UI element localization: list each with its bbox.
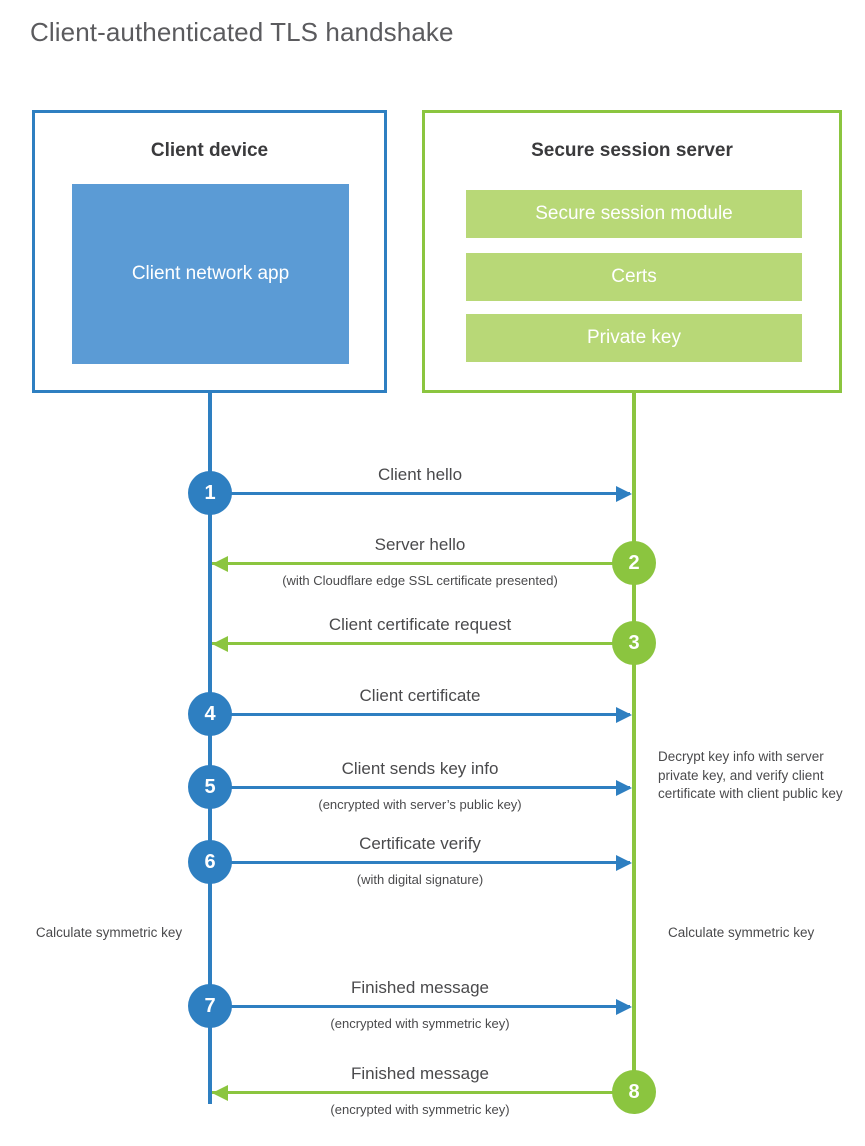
- message-sublabel-7: (encrypted with symmetric key): [330, 1016, 510, 1031]
- server-lifeline: [632, 390, 636, 1096]
- message-arrow-line-3: [212, 642, 630, 645]
- message-arrow-line-6: [212, 861, 630, 864]
- message-label-4: Client certificate: [359, 686, 481, 705]
- message-label-5: Client sends key info: [341, 759, 499, 778]
- arrowhead-right-icon: [616, 855, 632, 871]
- message-sublabel-6: (with digital signature): [356, 872, 484, 887]
- page-title: Client-authenticated TLS handshake: [30, 17, 454, 47]
- message-arrow-line-5: [212, 786, 630, 789]
- step-badge-7: 7: [188, 984, 232, 1028]
- step-badge-6: 6: [188, 840, 232, 884]
- message-arrow-line-8: [212, 1091, 630, 1094]
- message-label-3: Client certificate request: [328, 615, 512, 634]
- message-sublabel-2: (with Cloudflare edge SSL certificate pr…: [282, 573, 558, 588]
- message-arrow-line-4: [212, 713, 630, 716]
- arrowhead-right-icon: [616, 707, 632, 723]
- client-network-app-block: Client network app: [72, 184, 349, 364]
- arrowhead-left-icon: [212, 1085, 228, 1101]
- client-device-box: Client device Client network app: [32, 110, 387, 393]
- server-component-private-key: Private key: [466, 314, 802, 362]
- step-badge-8: 8: [612, 1070, 656, 1114]
- message-sublabel-8: (encrypted with symmetric key): [330, 1102, 510, 1117]
- server-component-certs: Certs: [466, 253, 802, 301]
- message-label-8: Finished message: [351, 1064, 489, 1083]
- message-label-2: Server hello: [374, 535, 466, 554]
- message-label-1: Client hello: [377, 465, 463, 484]
- step-badge-1: 1: [188, 471, 232, 515]
- message-arrow-line-1: [212, 492, 630, 495]
- message-arrow-line-7: [212, 1005, 630, 1008]
- step-badge-4: 4: [188, 692, 232, 736]
- client-lifeline: [208, 390, 212, 1104]
- secure-session-server-title: Secure session server: [531, 140, 733, 161]
- message-arrow-line-2: [212, 562, 630, 565]
- message-sublabel-5: (encrypted with server’s public key): [318, 797, 522, 812]
- message-label-6: Certificate verify: [359, 834, 481, 853]
- annotation-decrypt-key-info: Decrypt key info with server private key…: [658, 749, 843, 802]
- client-device-title: Client device: [150, 140, 269, 161]
- secure-session-server-box: Secure session server Secure session mod…: [422, 110, 842, 393]
- arrowhead-right-icon: [616, 486, 632, 502]
- arrowhead-right-icon: [616, 999, 632, 1015]
- step-badge-5: 5: [188, 765, 232, 809]
- annotation-client-calculate-symmetric-key: Calculate symmetric key: [35, 925, 183, 940]
- message-label-7: Finished message: [351, 978, 489, 997]
- step-badge-3: 3: [612, 621, 656, 665]
- annotation-server-calculate-symmetric-key: Calculate symmetric key: [668, 925, 815, 940]
- arrowhead-right-icon: [616, 780, 632, 796]
- arrowhead-left-icon: [212, 556, 228, 572]
- arrowhead-left-icon: [212, 636, 228, 652]
- step-badge-2: 2: [612, 541, 656, 585]
- server-component-secure-session-module: Secure session module: [466, 190, 802, 238]
